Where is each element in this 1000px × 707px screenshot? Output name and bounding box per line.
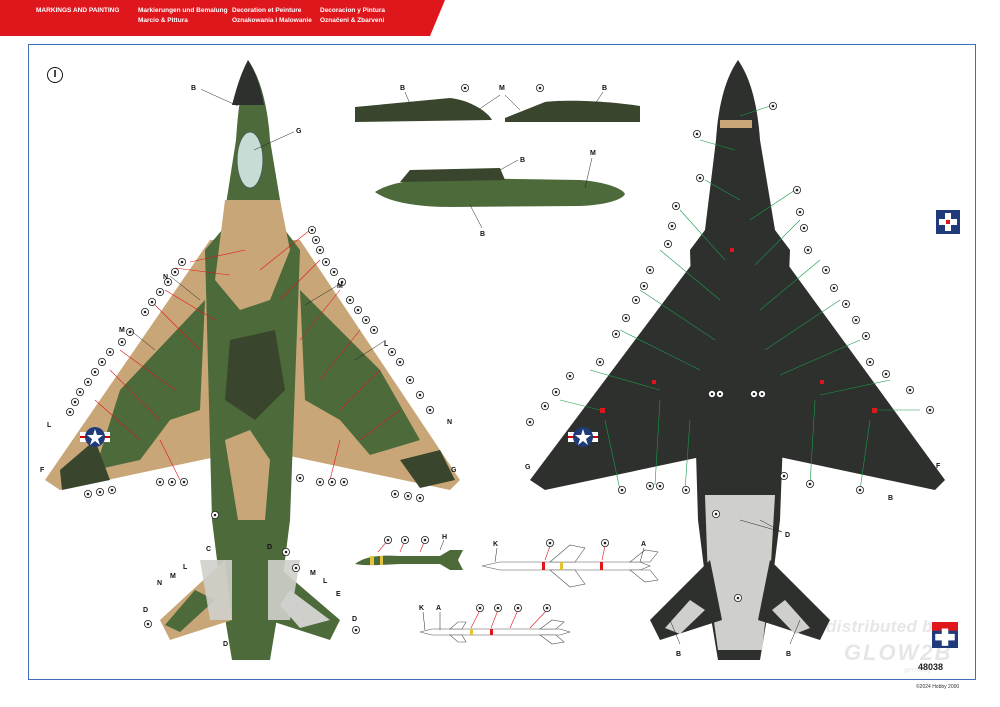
hobby2000-logo-icon <box>932 622 958 648</box>
bottom-view-aircraft: G F B D B B <box>525 60 945 660</box>
roundel-icon <box>568 427 598 447</box>
letter-d: D <box>785 532 790 539</box>
header-title-it: Marcio & Pittura <box>138 17 188 24</box>
header-title-fr: Decoration et Peinture <box>232 7 302 14</box>
letter-d: D <box>223 641 228 648</box>
letter-b: B <box>400 85 405 92</box>
letter-g: G <box>451 467 457 474</box>
letter-l: L <box>47 422 52 429</box>
letter-m: M <box>590 150 596 157</box>
letter-b: B <box>520 157 525 164</box>
stores-missile-sidewinder: K A <box>419 603 572 645</box>
letter-b: B <box>480 231 485 238</box>
letter-d: D <box>352 616 357 623</box>
header-title-cz: Označeni & Zbarveni <box>320 17 385 24</box>
letter-g: G <box>296 128 302 135</box>
letter-e: E <box>336 591 341 598</box>
letter-m: M <box>499 85 505 92</box>
header-title-pl: Oznakowania i Malowanie <box>232 17 312 24</box>
hobby2000-logo-icon <box>936 210 960 234</box>
letter-m: M <box>337 283 343 290</box>
letter-h: H <box>442 534 447 541</box>
letter-k: K <box>419 605 424 612</box>
letter-b: B <box>676 651 681 658</box>
letter-f: F <box>40 467 45 474</box>
watermark-line1: distributed by <box>826 617 943 636</box>
roundel-icon <box>80 427 110 447</box>
stores-bomb: H <box>355 534 463 570</box>
header-title-en: MARKINGS AND PAINTING <box>36 7 120 14</box>
scheme-mark: I <box>47 67 63 83</box>
letter-a: A <box>641 541 646 548</box>
letter-l: L <box>183 564 188 571</box>
letter-m: M <box>170 573 176 580</box>
letter-b: B <box>602 85 607 92</box>
letter-b: B <box>786 651 791 658</box>
letter-n: N <box>447 419 452 426</box>
letter-l: L <box>323 578 328 585</box>
letter-m: M <box>119 327 125 334</box>
letter-n: N <box>163 274 168 281</box>
header-band-shape <box>0 0 445 36</box>
letter-c: C <box>206 546 211 553</box>
letter-d: D <box>267 544 272 551</box>
stores-missile-sparrow: K A <box>481 538 659 588</box>
letter-m: M <box>310 570 316 577</box>
sheet-frame <box>28 44 976 680</box>
header-title-de: Markierungen und Bemalung <box>138 7 228 14</box>
letter-k: K <box>493 541 498 548</box>
letter-b: B <box>888 495 893 502</box>
copyright-text: ©2024 Hobby 2000 <box>916 684 960 690</box>
header-title-es: Decoracion y Pintura <box>320 7 386 14</box>
watermark-line3: germany <box>904 667 932 674</box>
letter-b: B <box>191 85 196 92</box>
top-view-aircraft: B G N M M L L N F G C D L M N M L E D D … <box>40 60 460 660</box>
letter-a: A <box>436 605 441 612</box>
letter-n: N <box>157 580 162 587</box>
letter-f: F <box>936 463 941 470</box>
letter-d: D <box>143 607 148 614</box>
letter-g: G <box>525 464 531 471</box>
letter-l: L <box>384 341 389 348</box>
header-band: MARKINGS AND PAINTING Markierungen und B… <box>0 0 445 36</box>
kit-code: 48038 <box>918 662 944 672</box>
fin-side-views: B M B B M B <box>355 83 640 238</box>
